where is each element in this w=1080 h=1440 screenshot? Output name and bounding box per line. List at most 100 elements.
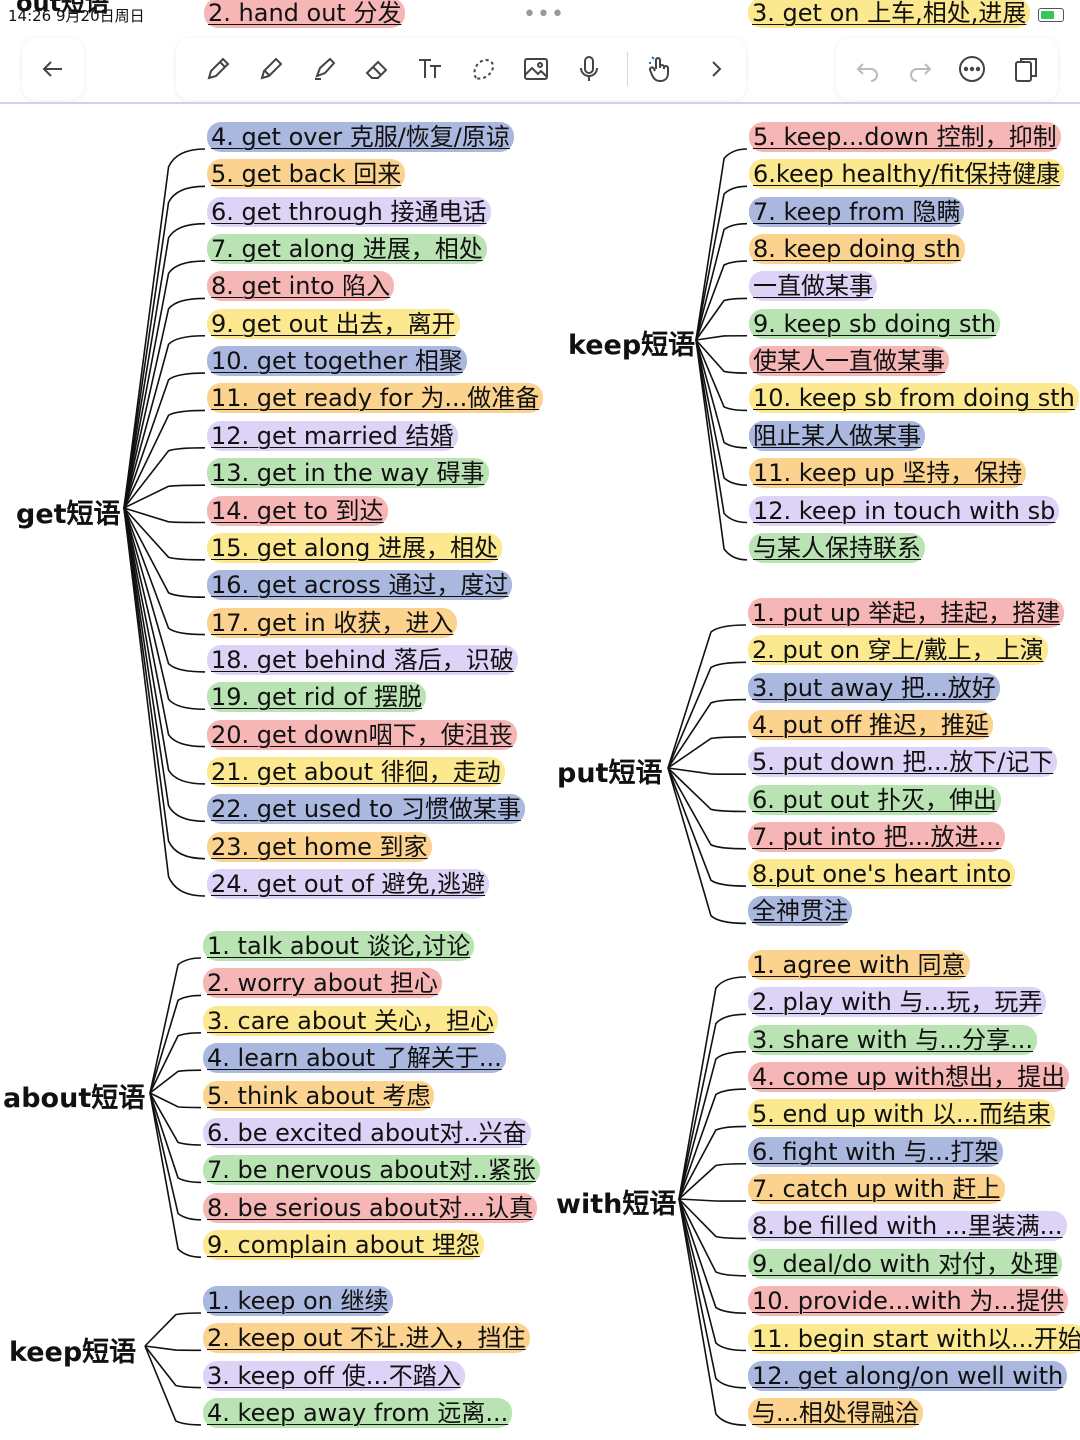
branch-line	[678, 1198, 747, 1352]
back-arrow-icon[interactable]	[31, 47, 75, 91]
branch-line	[678, 1013, 747, 1200]
keep-right-item: 7. keep from 隐瞒	[749, 196, 965, 227]
put-item: 5. put down 把...放下/记下	[748, 747, 1058, 778]
branch-line	[678, 1198, 747, 1202]
microphone-icon[interactable]	[567, 47, 611, 91]
about-item: 4. learn about 了解关于...	[203, 1043, 506, 1074]
branch-line	[123, 222, 206, 509]
highlighter-icon[interactable]	[302, 47, 346, 91]
branch-line	[678, 1125, 747, 1200]
branch-line	[667, 661, 747, 769]
branch-line	[695, 222, 748, 341]
topic-keep-right: keep短语	[568, 330, 696, 361]
get-item: 4. get over 克服/恢复/原谅	[207, 122, 514, 152]
keep-right-item: 10. keep sb from doing sth	[749, 383, 1079, 414]
get-item: 16. get across 通过，度过	[207, 570, 513, 601]
branch-line	[695, 339, 748, 412]
branch-line	[149, 994, 202, 1094]
branch-line	[123, 507, 206, 598]
get-item: 20. get down咽下，使沮丧	[207, 719, 517, 750]
keep-right-item: 12. keep in touch with sb	[749, 495, 1060, 526]
get-item: 5. get back 回来	[207, 159, 406, 190]
branch-line	[149, 1092, 202, 1221]
keep-left-item: 4. keep away from 远离...	[203, 1397, 513, 1428]
keep-right-item: 6.keep healthy/fit保持健康	[749, 159, 1065, 190]
about-item: 9. complain about 埋怨	[203, 1230, 484, 1261]
hint-hand-out: 2. hand out 分发	[204, 0, 406, 28]
branch-line	[123, 507, 206, 636]
back-button[interactable]	[22, 38, 84, 100]
eraser-icon[interactable]	[355, 47, 399, 91]
branch-line	[123, 409, 206, 509]
pages-icon[interactable]	[1004, 47, 1048, 91]
branch-line	[123, 507, 206, 748]
chevron-right-icon[interactable]	[694, 47, 738, 91]
get-item: 12. get married 结婚	[207, 420, 458, 451]
branch-line	[123, 507, 206, 897]
branch-line	[123, 507, 206, 823]
get-item: 11. get ready for 为...做准备	[207, 383, 544, 414]
branch-line	[667, 767, 747, 813]
branch-line	[695, 297, 748, 341]
branch-line	[123, 148, 206, 509]
undo-icon[interactable]	[846, 47, 890, 91]
put-item: 3. put away 把...放好	[748, 672, 1000, 703]
topic-keep-left: keep短语	[9, 1337, 137, 1368]
multitask-dots-icon[interactable]: •••	[523, 2, 565, 27]
branch-line	[678, 1198, 747, 1314]
with-item: 1. agree with 同意	[748, 950, 970, 980]
about-item: 7. be nervous about对..紧张	[203, 1155, 540, 1186]
redo-icon[interactable]	[898, 47, 942, 91]
branch-line	[678, 1198, 747, 1389]
with-item: 3. share with 与...分享...	[748, 1024, 1038, 1055]
with-item: 10. provide...with 为...提供	[748, 1286, 1069, 1317]
get-item: 21. get about 徘徊，走动	[207, 756, 505, 787]
about-item: 1. talk about 谈论,讨论	[203, 931, 475, 961]
branch-line	[695, 260, 748, 341]
branch-line	[695, 339, 748, 374]
branch-line	[667, 767, 747, 887]
branch-line	[123, 507, 206, 785]
branch-line	[123, 260, 206, 509]
keep-left-item: 1. keep on 继续	[203, 1286, 393, 1316]
branch-line	[667, 736, 747, 769]
with-item: 11. begin start with以...开始	[748, 1323, 1080, 1354]
with-item: 与...相处得融洽	[748, 1398, 923, 1429]
lasso-icon[interactable]	[461, 47, 505, 91]
branch-line	[123, 507, 206, 561]
get-item: 23. get home 到家	[207, 831, 432, 862]
keep-right-item: 8. keep doing sth	[749, 234, 965, 265]
get-item: 10. get together 相聚	[207, 346, 467, 377]
with-item: 4. come up with想出，提出	[748, 1062, 1070, 1093]
topic-with: with短语	[556, 1189, 677, 1220]
branch-line	[144, 1312, 202, 1347]
branch-line	[149, 1092, 202, 1258]
about-item: 2. worry about 担心	[203, 968, 442, 999]
branch-line	[123, 507, 206, 860]
put-item: 全神贯注	[748, 896, 852, 927]
image-icon[interactable]	[514, 47, 558, 91]
hand-touch-icon[interactable]	[638, 47, 682, 91]
branch-line	[144, 1345, 202, 1426]
branch-line	[149, 1092, 202, 1184]
keep-left-item: 3. keep off 使...不踏入	[203, 1360, 465, 1391]
pen-icon[interactable]	[196, 47, 240, 91]
branch-line	[123, 372, 206, 509]
branch-line	[695, 334, 748, 341]
get-item: 14. get to 到达	[207, 495, 388, 526]
put-item: 2. put on 穿上/戴上，上演	[748, 635, 1048, 666]
branch-line	[667, 767, 747, 850]
get-item: 18. get behind 落后，识破	[207, 644, 518, 675]
branch-line	[695, 185, 748, 341]
get-item: 7. get along 进展，相处	[207, 234, 487, 265]
get-item: 13. get in the way 碍事	[207, 458, 489, 489]
topic-put: put短语	[557, 758, 663, 789]
text-tool-icon[interactable]	[408, 47, 452, 91]
battery-icon	[1038, 8, 1064, 22]
keep-right-item: 一直做某事	[749, 271, 877, 302]
pencil-icon[interactable]	[249, 47, 293, 91]
more-dots-icon[interactable]	[950, 47, 994, 91]
keep-right-item: 11. keep up 坚持，保持	[749, 458, 1027, 489]
toolbar-divider	[0, 102, 1080, 104]
branch-line	[123, 484, 206, 509]
